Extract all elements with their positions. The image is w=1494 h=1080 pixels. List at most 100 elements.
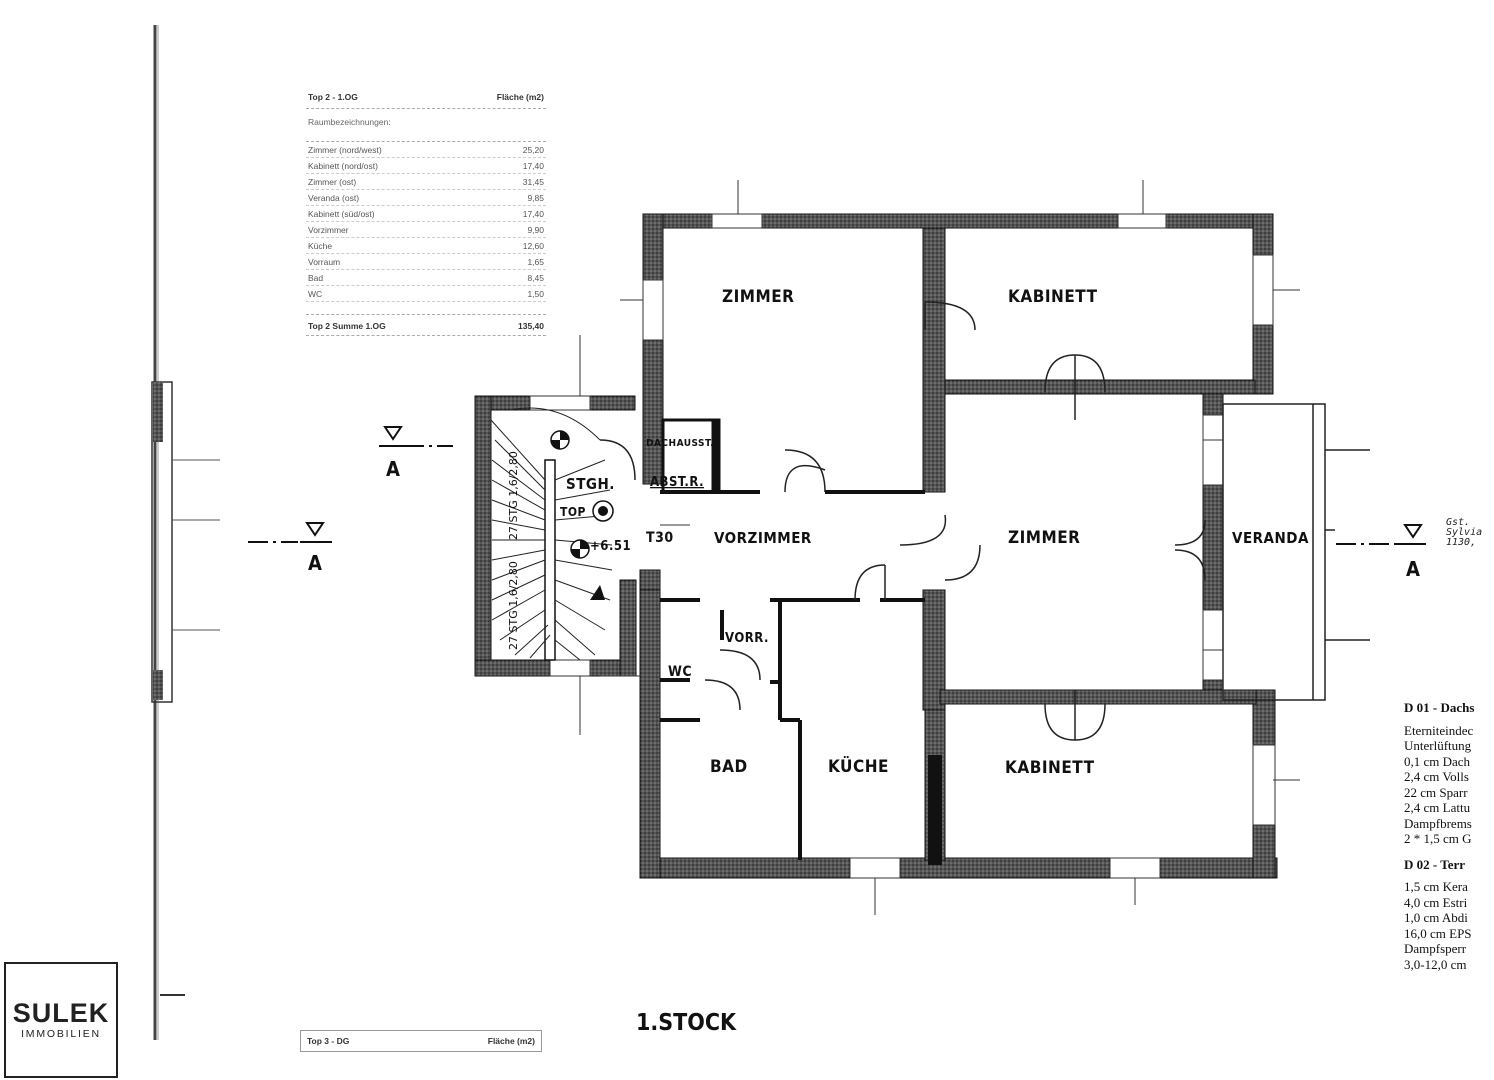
area-table-room-name: Vorzimmer bbox=[308, 224, 349, 235]
abst-room bbox=[661, 418, 721, 494]
room-label-vorzimmer: VORZIMMER bbox=[714, 529, 812, 547]
area-table-room-area: 31,45 bbox=[522, 176, 544, 187]
area-table-subtitle: Raumbezeichnungen: bbox=[306, 109, 546, 142]
area-table-room-name: Veranda (ost) bbox=[308, 192, 360, 203]
gst-note-line: Sylvia bbox=[1446, 527, 1483, 538]
windows bbox=[529, 213, 1276, 879]
area-table-title: Top 2 - 1.OG bbox=[308, 92, 358, 102]
area-table-sum-row: Top 2 Summe 1.OG 135,40 bbox=[306, 314, 546, 336]
room-label-kabinett-so: KABINETT bbox=[1005, 758, 1095, 778]
section-mark-left-lower: A bbox=[248, 522, 332, 575]
area-table-sum-label: Top 2 Summe 1.OG bbox=[308, 321, 386, 331]
legend-d02-title: D 02 - Terr bbox=[1404, 856, 1466, 872]
legend-line: 16,0 cm EPS bbox=[1404, 925, 1472, 941]
room-label-bad: BAD bbox=[710, 757, 748, 777]
gst-note: Gst. Sylvia 1130, bbox=[1446, 518, 1482, 548]
room-label-zimmer-nw: ZIMMER bbox=[722, 287, 794, 307]
area-table-top3-title: Top 3 - DG bbox=[307, 1036, 350, 1046]
section-mark-left-upper: A bbox=[379, 426, 455, 481]
area-table-room-name: Kabinett (nord/ost) bbox=[308, 160, 378, 171]
legend-line: Unterlüftung bbox=[1404, 738, 1472, 753]
area-table-room-area: 25,20 bbox=[522, 144, 544, 155]
gst-note-line: 1130, bbox=[1446, 537, 1477, 548]
room-label-abstr: ABST.R. bbox=[650, 475, 704, 490]
area-table-room-name: WC bbox=[308, 288, 323, 299]
area-table-sum-value: 135,40 bbox=[518, 321, 544, 331]
area-table-room-name: Kabinett (süd/ost) bbox=[308, 208, 375, 219]
area-table: Top 2 - 1.OG Fläche (m2) Raumbezeichnung… bbox=[306, 88, 546, 336]
area-table-top3-column-header: Fläche (m2) bbox=[487, 1036, 535, 1046]
legend-line: Eterniteindec bbox=[1404, 722, 1474, 738]
sulek-logo: SULEK IMMOBILIEN bbox=[4, 962, 118, 1078]
legend-line: 0,1 cm Dach bbox=[1404, 753, 1471, 769]
left-border-line bbox=[151, 25, 220, 1040]
legend-line: Dampfbrems bbox=[1404, 815, 1472, 831]
area-table-row: Küche 12,60 bbox=[306, 238, 546, 254]
gst-note-line: Gst. bbox=[1446, 517, 1471, 528]
room-label-wc: WC bbox=[668, 664, 692, 680]
logo-line1: SULEK bbox=[12, 998, 110, 1028]
section-label: A bbox=[1406, 557, 1420, 581]
legend-line: Dampfsperr bbox=[1404, 941, 1467, 956]
area-table-row: Kabinett (süd/ost) 17,40 bbox=[306, 206, 546, 222]
room-label-kueche: KÜCHE bbox=[828, 755, 889, 777]
legend-line: 22 cm Sparr bbox=[1404, 784, 1468, 800]
area-table-room-area: 9,85 bbox=[527, 192, 544, 203]
section-mark-right: A bbox=[1336, 524, 1426, 581]
area-table-room-name: Küche bbox=[308, 240, 333, 251]
legend-line: 1,5 cm Kera bbox=[1404, 879, 1468, 894]
area-table-room-area: 17,40 bbox=[522, 160, 544, 171]
wall-solid bbox=[928, 755, 942, 865]
area-table-row: Vorzimmer 9,90 bbox=[306, 222, 546, 238]
area-table-header: Top 2 - 1.OG Fläche (m2) bbox=[306, 88, 546, 109]
room-label-zimmer-ost: ZIMMER bbox=[1008, 528, 1080, 548]
stair-annotation: 27 STG 1,6/2,80 bbox=[507, 561, 520, 650]
stair bbox=[490, 407, 613, 661]
area-table-room-area: 9,90 bbox=[527, 224, 544, 235]
section-label: A bbox=[308, 551, 322, 575]
veranda-outline bbox=[1222, 403, 1370, 701]
area-table-room-name: Bad bbox=[308, 272, 324, 283]
legend-line: 2,4 cm Lattu bbox=[1404, 800, 1471, 815]
area-table-room-area: 1,50 bbox=[527, 288, 544, 299]
area-table-room-area: 17,40 bbox=[522, 208, 544, 219]
legend-line: 2 * 1,5 cm G bbox=[1404, 831, 1472, 846]
area-table-room-area: 1,65 bbox=[527, 256, 544, 267]
logo-line2: IMMOBILIEN bbox=[21, 1028, 101, 1040]
floor-label: 1.STOCK bbox=[636, 1010, 737, 1036]
room-label-kabinett-no: KABINETT bbox=[1008, 287, 1098, 307]
legend-line: 1,0 cm Abdi bbox=[1404, 910, 1468, 925]
area-table-row: Vorraum 1,65 bbox=[306, 254, 546, 270]
area-table-room-area: 8,45 bbox=[527, 272, 544, 283]
room-label-vorr: VORR. bbox=[725, 631, 769, 646]
room-label-t30: T30 bbox=[646, 530, 674, 546]
legend-d01-title: D 01 - Dachs bbox=[1404, 700, 1475, 715]
area-table-row: Zimmer (nord/west)25,20 bbox=[306, 142, 546, 158]
room-label-stgh: STGH. bbox=[566, 475, 615, 493]
area-table-row: Veranda (ost) 9,85 bbox=[306, 190, 546, 206]
area-table-row: Kabinett (nord/ost) 17,40 bbox=[306, 158, 546, 174]
area-table-room-name: Vorraum bbox=[308, 256, 341, 267]
legend-line: 4,0 cm Estri bbox=[1404, 894, 1468, 910]
section-label: A bbox=[386, 457, 400, 481]
stair-annotation: 27 STG 1,6/2,80 bbox=[507, 451, 520, 540]
legend-line: 3,0-12,0 cm bbox=[1404, 956, 1467, 972]
doors bbox=[599, 301, 1206, 741]
area-table-room-area: 12,60 bbox=[522, 240, 544, 251]
area-table-row: Zimmer (ost) 31,45 bbox=[306, 174, 546, 190]
interior-partitions bbox=[660, 490, 925, 860]
area-table-row: WC 1,50 bbox=[306, 286, 546, 302]
area-table-room-name: Zimmer (ost) bbox=[308, 176, 357, 187]
room-label-veranda: VERANDA bbox=[1232, 529, 1309, 547]
dimension-lines bbox=[579, 180, 1300, 915]
area-table-column-header: Fläche (m2) bbox=[496, 92, 544, 102]
level-label: +6.51 bbox=[590, 539, 631, 554]
area-table-top3: Top 3 - DG Fläche (m2) bbox=[300, 1030, 542, 1052]
room-label-dachausst: DACHAUSST. bbox=[646, 438, 714, 449]
area-table-row: Bad 8,45 bbox=[306, 270, 546, 286]
